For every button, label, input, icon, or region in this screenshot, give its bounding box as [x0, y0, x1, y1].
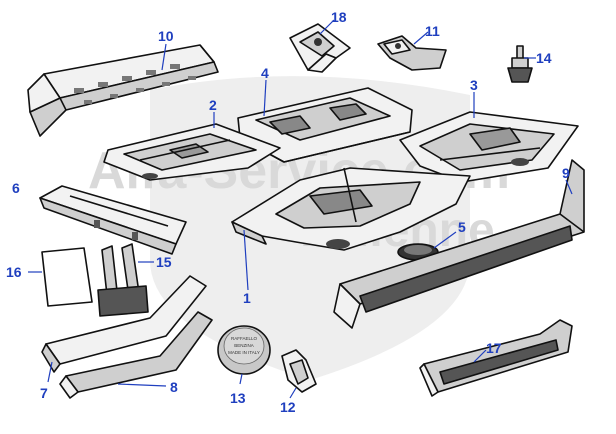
leader-1 — [243, 229, 249, 291]
callout-1: 1 — [243, 290, 251, 306]
leader-lines — [28, 19, 573, 399]
part-11-small-bracket — [377, 35, 447, 71]
part-1-main-floor — [231, 167, 471, 251]
callout-14: 14 — [536, 50, 552, 66]
cap-text-line-3: MADE IN ITALY — [228, 350, 260, 355]
callout-7: 7 — [40, 385, 48, 401]
part-14-plug — [507, 45, 533, 83]
callout-10: 10 — [158, 28, 174, 44]
callout-4: 4 — [261, 65, 269, 81]
leader-10 — [161, 43, 167, 71]
cap-text-line-2: BENZINA — [234, 343, 254, 348]
callout-8: 8 — [170, 379, 178, 395]
leader-7 — [47, 361, 53, 383]
part-17-channel — [419, 319, 573, 397]
leader-12 — [289, 387, 297, 399]
part-3-floor-panel — [399, 111, 579, 183]
leader-5 — [433, 231, 457, 249]
callout-2: 2 — [209, 97, 217, 113]
callout-3: 3 — [470, 77, 478, 93]
cap-text-line-1: RAFFAELLO — [231, 336, 258, 341]
callout-17: 17 — [486, 340, 502, 356]
leader-17 — [473, 349, 487, 363]
callout-18: 18 — [331, 9, 347, 25]
callout-5: 5 — [458, 219, 466, 235]
callout-15: 15 — [156, 254, 172, 270]
leader-11 — [413, 31, 429, 45]
part-16-gasket — [41, 247, 93, 307]
callout-12: 12 — [280, 399, 296, 415]
leader-13 — [239, 373, 243, 385]
leader-18 — [319, 19, 335, 35]
callout-9: 9 — [562, 165, 570, 181]
leader-9 — [565, 179, 573, 195]
part-6-crossmember — [39, 185, 187, 255]
part-12-clip — [281, 349, 317, 393]
part-8-rail — [59, 311, 213, 399]
part-18-bracket — [289, 23, 351, 73]
part-10-rocker-rail — [27, 44, 219, 137]
leader-4 — [263, 79, 267, 117]
part-2-floor-panel — [103, 123, 281, 181]
leader-8 — [117, 383, 167, 387]
part-7-rail — [41, 275, 207, 373]
callout-16: 16 — [6, 264, 22, 280]
part-9-sill — [333, 159, 585, 329]
part-15-brackets — [97, 243, 149, 317]
callout-13: 13 — [230, 390, 246, 406]
callout-11: 11 — [425, 23, 440, 39]
callout-labels: 10 18 11 14 4 3 2 9 6 5 15 16 1 17 7 8 1… — [6, 9, 570, 415]
callout-6: 6 — [12, 180, 20, 196]
part-13-fuel-cap: RAFFAELLO BENZINA MADE IN ITALY — [217, 325, 271, 375]
